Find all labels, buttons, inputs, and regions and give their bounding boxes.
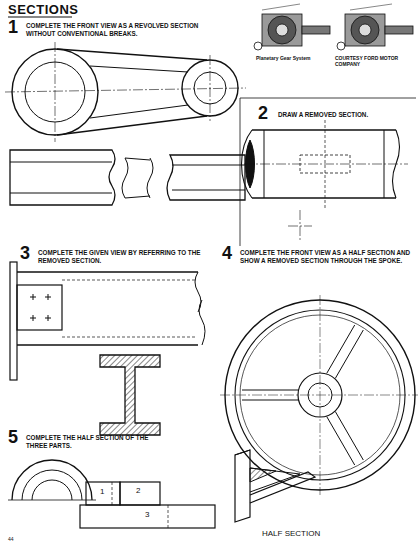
shaft-view-stroke [252, 129, 396, 130]
connecting-rod-side-view-stroke [125, 196, 150, 198]
beam-view-stroke [195, 272, 201, 312]
connecting-rod-front-view-stroke [57, 49, 207, 60]
view-label: HALF SECTION [262, 529, 352, 539]
beam-view-stroke [10, 262, 17, 380]
connecting-rod-side-view-stroke [147, 158, 153, 198]
planetary-gear-illustration-stroke [262, 14, 302, 46]
beam-view-stroke [62, 280, 196, 281]
three-parts-top-view-stroke [8, 500, 96, 501]
three-parts-top-view-stroke [12, 460, 92, 500]
shaft-view [240, 98, 416, 246]
connecting-rod-side-view-stroke [172, 190, 245, 191]
shaft-view-stroke [240, 98, 241, 246]
connecting-rod-side-view-stroke [10, 150, 115, 205]
shaft-view-stroke [288, 226, 312, 227]
planetary-gear-illustration-stroke [302, 26, 330, 34]
gear-cutaway-illustration-stroke [345, 14, 385, 46]
planetary-gear-illustration-stroke [262, 4, 300, 10]
connecting-rod-side-view-stroke [167, 155, 245, 200]
instruction-text: COMPLETE THE GIVEN VIEW BY REFERRING TO … [38, 249, 218, 264]
connecting-rod-side-view-stroke [10, 193, 112, 194]
three-parts-front-view-stroke [86, 482, 120, 505]
page-title: SECTIONS [8, 2, 78, 17]
shaft-view-stroke [325, 120, 326, 208]
handwheel-front-view-stroke [335, 412, 363, 461]
connecting-rod-side-view-stroke [10, 162, 112, 163]
shaft-view-stroke [244, 164, 408, 165]
beam-view-stroke [199, 300, 205, 345]
bracket-view-stroke [250, 468, 276, 482]
gear-cutaway-illustration-stroke [385, 26, 413, 34]
connecting-rod-side-view-stroke [122, 158, 128, 198]
handwheel-front-view-stroke [242, 390, 298, 391]
bracket-view-stroke [250, 468, 300, 492]
bracket-view-stroke [235, 450, 250, 455]
connecting-rod-front-view-stroke [55, 42, 56, 142]
planetary-gear-illustration-stroke [276, 24, 288, 36]
bracket-view [235, 450, 315, 522]
instruction-text: COMPLETE THE FRONT VIEW AS A HALF SECTIO… [240, 249, 416, 264]
gear-cutaway-illustration-stroke [351, 16, 379, 44]
instruction-text: COMPLETE THE FRONT VIEW AS A REVOLVED SE… [26, 22, 226, 37]
three-parts-top-view-stroke [22, 470, 82, 500]
handwheel-front-view-stroke [335, 330, 363, 378]
planetary-gear-illustration-stroke [268, 16, 296, 44]
handwheel-front-view-stroke [320, 295, 321, 495]
gear-cutaway-illustration-stroke [359, 24, 371, 36]
three-parts-front-view-stroke [120, 482, 160, 505]
shaft-view-stroke [240, 98, 416, 99]
instruction-text: COMPLETE THE HALF SECTION OF THE THREE P… [26, 434, 156, 449]
handwheel-front-view-stroke [327, 417, 355, 466]
part-number: 1 [100, 487, 110, 497]
connecting-rod-front-view-stroke [57, 116, 207, 135]
gear-cutaway-illustration-stroke [350, 4, 392, 10]
problem-number: 5 [8, 428, 24, 446]
three-parts-top-view [8, 460, 96, 500]
figure-caption: COURTESY FORD MOTOR COMPANY [335, 55, 417, 67]
i-beam-removed-section-stroke [100, 355, 160, 435]
connecting-rod-side-view [10, 150, 245, 205]
instruction-text: DRAW A REMOVED SECTION. [278, 111, 408, 119]
three-parts-front-view-stroke [80, 505, 215, 528]
handwheel-front-view-stroke [327, 325, 355, 373]
three-parts-front-view-stroke [168, 505, 169, 528]
problem-number: 3 [20, 244, 36, 262]
three-parts-front-view [80, 482, 215, 528]
gear-cutaway-illustration [337, 4, 413, 50]
beam-view-stroke [30, 294, 51, 321]
figure-caption: Planetary Gear System [256, 55, 336, 61]
problem-number: 4 [222, 244, 238, 262]
beam-view-stroke [62, 337, 196, 338]
connecting-rod-side-view-stroke [125, 158, 150, 160]
three-parts-front-view-stroke [112, 482, 113, 505]
i-beam-removed-section [100, 355, 160, 435]
three-parts-top-view-stroke [32, 480, 72, 500]
page-number: 44 [8, 536, 28, 542]
connecting-rod-front-view-stroke [210, 55, 211, 121]
beam-view-stroke [17, 285, 62, 330]
gear-cutaway-illustration-stroke [337, 42, 345, 50]
beam-view-stroke [17, 271, 198, 272]
planetary-gear-illustration [254, 4, 330, 50]
part-number: 2 [136, 486, 146, 496]
handwheel-front-view-stroke [242, 400, 298, 401]
problem-number: 2 [258, 104, 274, 122]
problem-number: 1 [8, 18, 24, 36]
connecting-rod-side-view-stroke [172, 165, 245, 166]
planetary-gear-illustration-stroke [254, 42, 262, 50]
bracket-view-stroke [235, 450, 250, 522]
beam-view-stroke [17, 344, 198, 345]
connecting-rod-front-view-stroke [90, 105, 188, 118]
connecting-rod-front-view-stroke [90, 66, 188, 72]
part-number: 3 [145, 510, 155, 520]
connecting-rod-front-view [5, 42, 246, 142]
handwheel-front-view-stroke [220, 395, 418, 396]
shaft-view-stroke [252, 197, 396, 198]
